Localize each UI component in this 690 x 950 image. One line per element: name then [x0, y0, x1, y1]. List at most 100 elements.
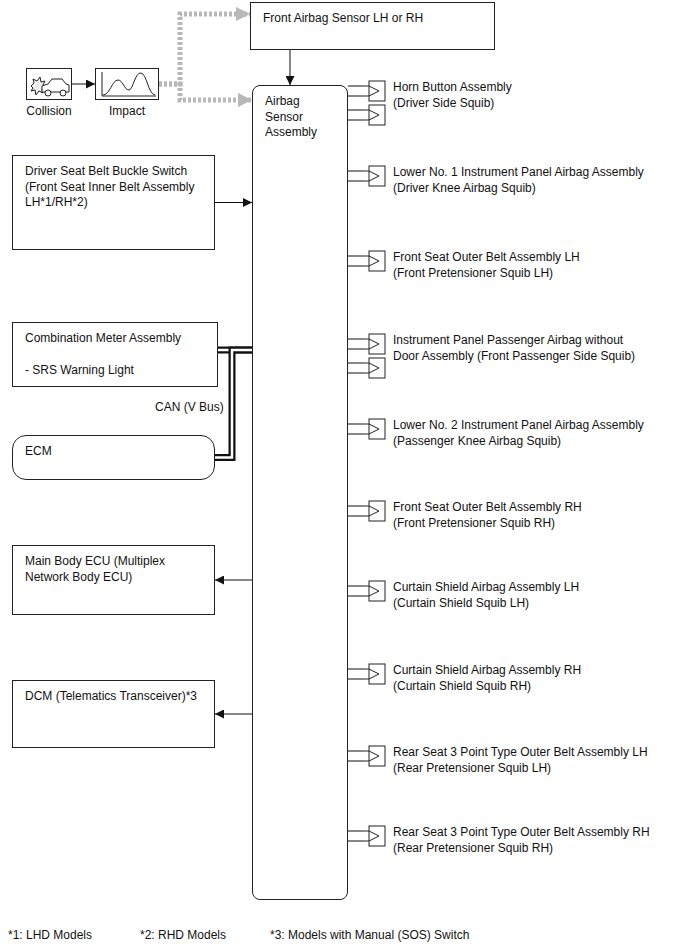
- squib-symbol: [363, 580, 387, 604]
- switch-box: Driver Seat Belt Buckle Switch (Front Se…: [12, 155, 215, 250]
- meter-box: Combination Meter Assembly- SRS Warning …: [12, 322, 218, 387]
- component-name: Front Seat Outer Belt Assembly LH (Front…: [393, 250, 611, 281]
- collision-picture: [31, 77, 69, 96]
- squib-symbol: [363, 166, 385, 186]
- squib-assembly: Instrument Panel Passenger Airbag withou…: [363, 333, 645, 381]
- sensor-box: Front Airbag Sensor LH or RH: [250, 2, 495, 50]
- connector-line: [348, 751, 363, 761]
- connector-line: [215, 202, 252, 203]
- squib-element: [363, 171, 379, 181]
- footnote: *3: Models with Manual (SOS) Switch: [270, 928, 469, 944]
- squib-symbol: [363, 334, 385, 354]
- squib-symbol: [363, 826, 385, 846]
- component-name: Rear Seat 3 Point Type Outer Belt Assemb…: [393, 825, 675, 856]
- squib-wire: [348, 831, 363, 841]
- box-label: - SRS Warning Light: [25, 363, 205, 379]
- squib-element: [363, 506, 379, 516]
- squib-housing: [369, 334, 385, 354]
- squib-assembly: Front Seat Outer Belt Assembly LH (Front…: [363, 250, 611, 281]
- box-label: ECM: [25, 444, 202, 460]
- squib-symbol: [363, 664, 385, 684]
- squib-wire: [348, 86, 363, 120]
- connector-line: [348, 424, 363, 434]
- signal-arrow: [215, 580, 252, 581]
- box-label: Driver Seat Belt Buckle Switch (Front Se…: [25, 164, 202, 211]
- connector-line: [348, 86, 363, 120]
- squib-element: [363, 256, 379, 266]
- impact-arrow: [159, 14, 250, 84]
- squib-symbol: [363, 663, 387, 687]
- squib-symbol: [363, 358, 385, 378]
- bus-label: CAN (V Bus): [155, 400, 224, 416]
- component-name: Curtain Shield Airbag Assembly RH (Curta…: [393, 663, 611, 694]
- connector-line: [348, 171, 363, 181]
- signal-arrow: [215, 202, 252, 203]
- squib-symbol: [363, 333, 387, 381]
- squib-wire: [348, 669, 363, 679]
- signal-arrow: [215, 714, 252, 715]
- squib-element: [363, 751, 379, 761]
- transceiver-box: DCM (Telematics Transceiver)*3: [12, 680, 215, 748]
- squib-assembly: Rear Seat 3 Point Type Outer Belt Assemb…: [363, 745, 675, 776]
- impact-arrow: [159, 84, 252, 100]
- connector-line: [348, 339, 363, 373]
- footnote: *1: LHD Models: [8, 928, 92, 944]
- component-name: Front Seat Outer Belt Assembly RH (Front…: [393, 500, 611, 531]
- impact-arrow: [159, 14, 250, 84]
- collision-box: Collision: [26, 68, 72, 100]
- squib-assembly: Rear Seat 3 Point Type Outer Belt Assemb…: [363, 825, 675, 856]
- squib-symbol: [363, 81, 385, 101]
- signal-arrow: [72, 84, 95, 85]
- squib-symbol: [363, 745, 387, 769]
- squib-wire: [348, 339, 363, 373]
- footnote: *2: RHD Models: [140, 928, 226, 944]
- squib-housing: [369, 664, 385, 684]
- squib-wire: [348, 751, 363, 761]
- squib-assembly: Lower No. 1 Instrument Panel Airbag Asse…: [363, 165, 671, 196]
- squib-symbol: [363, 746, 385, 766]
- car-wheel: [60, 90, 66, 96]
- component-name: Curtain Shield Airbag Assembly LH (Curta…: [393, 580, 611, 611]
- squib-wire: [348, 586, 363, 596]
- squib-symbol: [363, 251, 385, 271]
- squib-symbol: [363, 165, 387, 189]
- squib-housing: [369, 81, 385, 101]
- squib-element: [363, 110, 379, 120]
- impact-graph: [102, 72, 156, 96]
- impact-box: Impact: [95, 68, 159, 100]
- connector-line: [215, 714, 252, 715]
- squib-symbol: [363, 419, 385, 439]
- ecu-box: Main Body ECU (Multiplex Network Body EC…: [12, 545, 215, 615]
- connector-line: [348, 669, 363, 679]
- graph-axes: [102, 72, 156, 96]
- box-label: Impact: [109, 104, 145, 120]
- squib-housing: [369, 746, 385, 766]
- connector-line: [215, 580, 252, 581]
- connector-line: [290, 50, 291, 85]
- component-name: Instrument Panel Passenger Airbag withou…: [393, 333, 645, 364]
- connector-line: [348, 586, 363, 596]
- squib-symbol: [363, 581, 385, 601]
- squib-wire: [348, 506, 363, 516]
- connector-line: [348, 506, 363, 516]
- squib-housing: [369, 581, 385, 601]
- squib-symbol: [363, 825, 387, 849]
- component-name: Lower No. 2 Instrument Panel Airbag Asse…: [393, 418, 671, 449]
- car-wheel: [45, 90, 51, 96]
- airbag-sensor-box: Airbag Sensor Assembly: [252, 85, 348, 900]
- squib-symbol: [363, 500, 387, 524]
- squib-housing: [369, 358, 385, 378]
- squib-housing: [369, 251, 385, 271]
- box-label: Front Airbag Sensor LH or RH: [263, 11, 482, 27]
- squib-wire: [348, 256, 363, 266]
- box-label: Collision: [26, 104, 71, 120]
- squib-element: [363, 669, 379, 679]
- connector-line: [348, 831, 363, 841]
- squib-element: [363, 86, 379, 96]
- component-name: Horn Button Assembly (Driver Side Squib): [393, 80, 538, 111]
- car-body: [42, 79, 69, 92]
- squib-assembly: Curtain Shield Airbag Assembly RH (Curta…: [363, 663, 611, 694]
- connector-line: [72, 84, 95, 85]
- squib-housing: [369, 826, 385, 846]
